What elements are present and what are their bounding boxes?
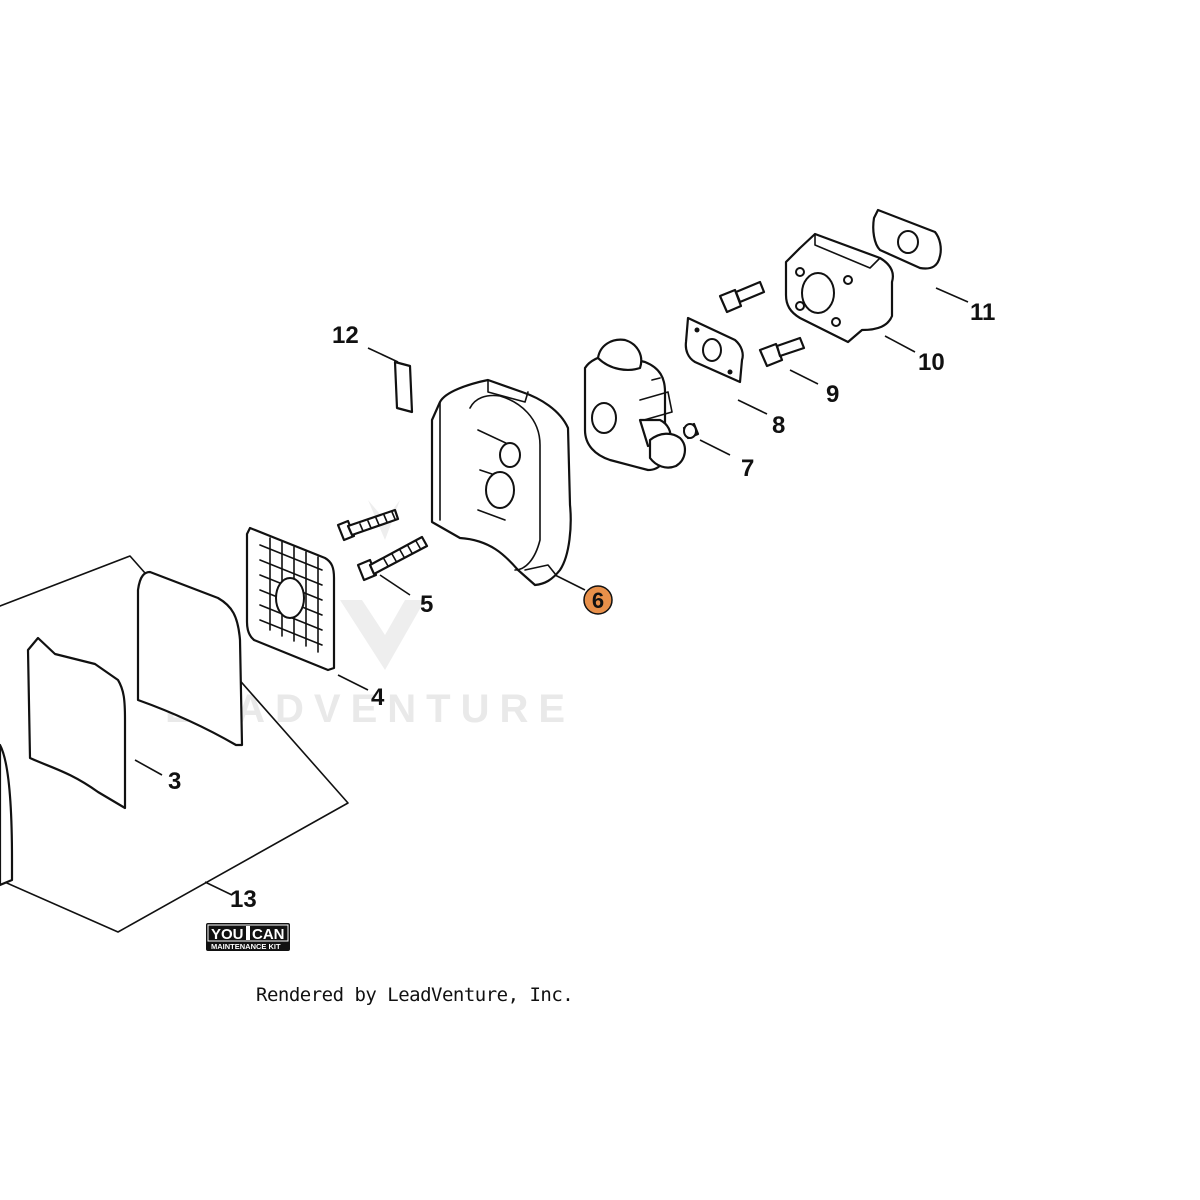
part-3-filter-pad <box>26 636 127 810</box>
part-8-gasket <box>684 316 744 384</box>
callout-12: 12 <box>332 322 359 349</box>
part-11-gasket <box>872 208 942 270</box>
part-6-air-filter-housing <box>430 378 572 587</box>
callout-5: 5 <box>420 591 433 618</box>
kit-maintenance-text: MAINTENANCE KIT <box>211 942 281 951</box>
part-12-decal <box>393 360 414 414</box>
part-4-grid-filter <box>245 526 336 672</box>
part-13-kit-outline <box>0 555 349 933</box>
callout-10: 10 <box>918 349 945 376</box>
callout-3: 3 <box>168 768 181 795</box>
callout-labels: 12 11 10 9 8 7 6 5 4 3 13 <box>168 299 995 913</box>
callout-13: 13 <box>230 886 257 913</box>
wrench-icon <box>246 926 250 940</box>
part-carburetor <box>583 338 686 472</box>
callout-6-badge <box>583 585 613 615</box>
callout-9: 9 <box>826 381 839 408</box>
leader-lines <box>134 287 969 896</box>
kit-can-text: CAN <box>252 926 285 943</box>
callout-6-highlight[interactable]: 6 <box>583 585 613 615</box>
callout-8: 8 <box>772 412 785 439</box>
part-filter-foam-pad <box>136 570 244 747</box>
render-credit: Rendered by LeadVenture, Inc. <box>256 984 574 1006</box>
part-9-screws <box>718 280 806 368</box>
kit-you-text: YOU <box>211 926 244 943</box>
callout-7: 7 <box>741 455 754 482</box>
callout-11: 11 <box>970 299 995 326</box>
part-filter-large <box>0 743 14 887</box>
part-7-nozzle <box>682 422 700 440</box>
part-10-manifold <box>784 232 894 344</box>
callout-4: 4 <box>371 684 385 711</box>
part-5-screws <box>336 508 429 582</box>
callout-6: 6 <box>592 588 604 613</box>
maintenance-kit-badge: YOU CAN MAINTENANCE KIT <box>206 923 290 951</box>
